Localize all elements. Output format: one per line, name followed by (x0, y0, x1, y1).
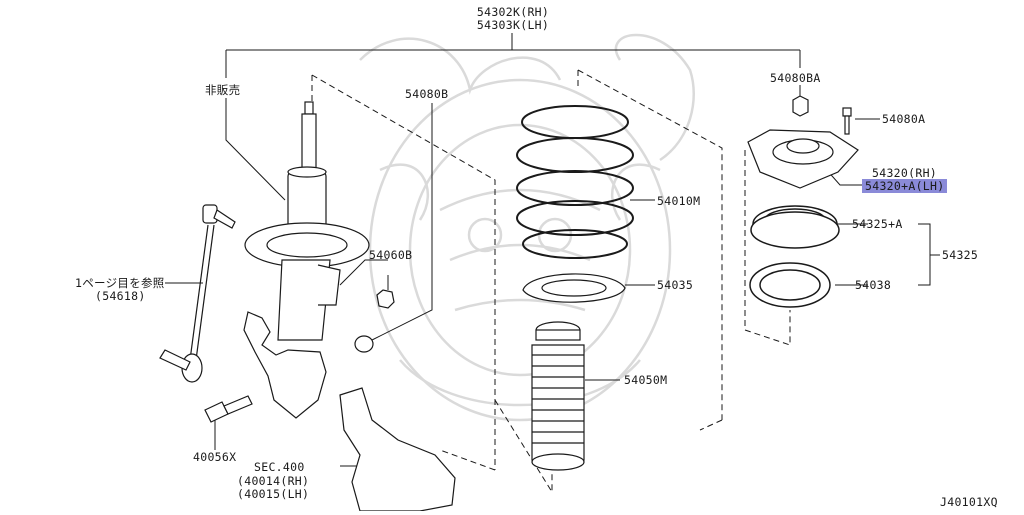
spring-group-outline (494, 69, 723, 494)
label-strut-assembly-lh[interactable]: 54303K(LH) (476, 18, 550, 32)
label-mount-lh-highlight: 54320+A(LH) (862, 179, 948, 193)
stabilizer-link (159, 204, 236, 383)
label-54060b[interactable]: 54060B (369, 248, 413, 262)
leader-54080b (371, 103, 433, 341)
nut-54080ba-shape (792, 95, 809, 117)
coil-spring-shape (516, 105, 634, 259)
label-54080b[interactable]: 54080B (405, 87, 449, 101)
label-54325[interactable]: 54325 (942, 248, 979, 262)
mount-group-outline (744, 150, 791, 346)
label-not-for-sale: 非販売 (205, 83, 241, 97)
leader-54060b (339, 259, 389, 290)
bound-bumper-shape (531, 321, 585, 471)
nut-54080b-shape (354, 335, 374, 353)
label-sec-400[interactable]: SEC.400 (254, 460, 305, 474)
leader-54325a (835, 223, 940, 286)
label-54080ba[interactable]: 54080BA (770, 71, 821, 85)
leader-not-for-sale (225, 98, 286, 201)
label-stabilizer-ref-code[interactable]: (54618) (95, 289, 146, 303)
strut-body (243, 101, 370, 419)
label-54035[interactable]: 54035 (657, 278, 694, 292)
label-54050m[interactable]: 54050M (624, 373, 668, 387)
leader-strut-assembly (225, 33, 801, 78)
label-54325a[interactable]: 54325+A (852, 217, 903, 231)
label-54010m[interactable]: 54010M (657, 194, 701, 208)
steering-knuckle (339, 387, 456, 512)
label-strut-assembly-rh[interactable]: 54302K(RH) (476, 5, 550, 19)
label-stabilizer-ref[interactable]: 1ページ目を参照 (75, 276, 165, 290)
label-mount-lh[interactable]: 54320+A(LH) (862, 179, 948, 193)
label-54080a[interactable]: 54080A (882, 112, 926, 126)
label-knuckle-lh[interactable]: (40015(LH) (237, 487, 310, 501)
bearing-54325a-shape (750, 205, 840, 249)
bolt-40056x-shape (204, 395, 253, 423)
label-54038[interactable]: 54038 (855, 278, 892, 292)
label-knuckle-rh[interactable]: (40014(RH) (237, 474, 310, 488)
spring-seat-shape (522, 273, 626, 303)
insulator-54038-shape (749, 262, 831, 308)
diagram-code: J40101XQ (940, 495, 998, 509)
nut-54060b-shape (376, 289, 395, 309)
strut-mount-shape (747, 129, 859, 189)
label-mount-rh[interactable]: 54320(RH) (872, 166, 938, 180)
label-40056x[interactable]: 40056X (193, 450, 237, 464)
bolt-54080a-shape (842, 107, 852, 135)
